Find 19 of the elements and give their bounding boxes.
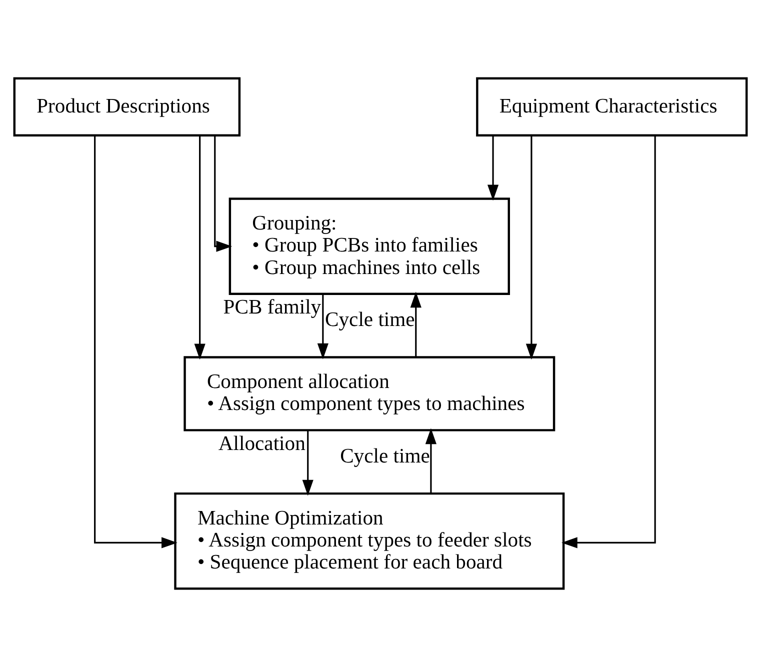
node-box: Machine Optimization • Assign component types to feeder slots • Sequence placement for each board [174,492,565,590]
arrow [487,136,499,201]
edge-label: Cycle time [340,446,430,468]
edge-label: Cycle time [325,308,415,331]
node-box: Equipment Characteristics [476,77,748,136]
node-box: Product Descriptions [13,77,241,136]
arrow [302,430,314,496]
node-box: Component allocation • Assign component types to machines [184,356,556,432]
arrow [526,135,538,360]
node-box: Grouping: • Group PCBs into families • Group machines into cells [228,198,510,295]
arrow [194,135,206,360]
arrow [317,294,328,360]
arrow [410,292,422,357]
arrow [425,428,436,494]
arrow [214,136,232,252]
arrow [94,135,178,548]
edge-label: PCB family [223,296,322,318]
arrow [562,135,656,548]
edge-label: Allocation [218,433,306,456]
